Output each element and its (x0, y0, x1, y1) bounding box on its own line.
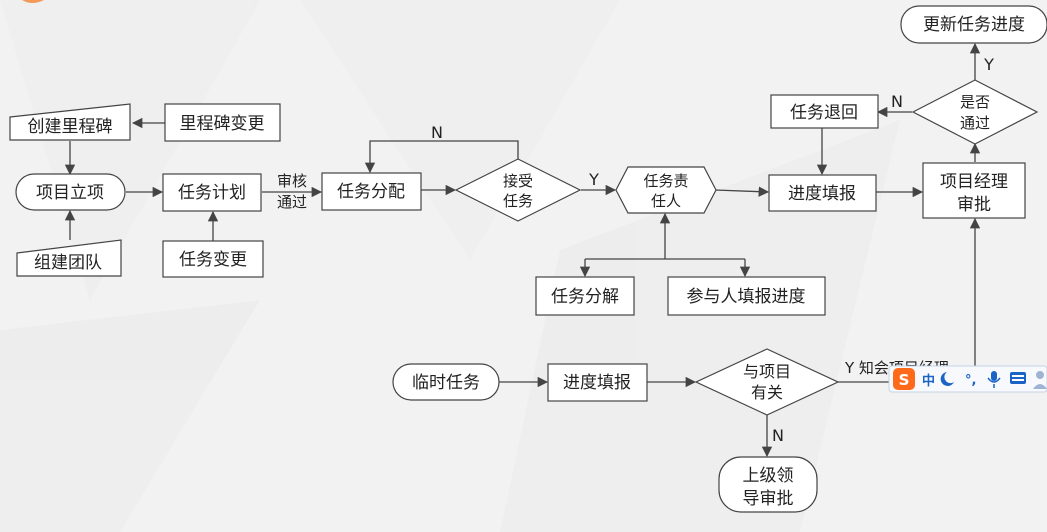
corner-decoration (22, 0, 44, 3)
edge-accept-no-loop (364, 140, 519, 174)
microphone-icon[interactable] (987, 371, 1001, 388)
svg-text:创建里程碑: 创建里程碑 (28, 117, 113, 137)
svg-text:任务退回: 任务退回 (790, 103, 858, 123)
ime-toolbar[interactable]: S 中 °, (888, 365, 1047, 393)
svg-text:任务计划: 任务计划 (178, 183, 246, 203)
node-temp-task[interactable]: 临时任务 (392, 363, 500, 401)
svg-text:任务分配: 任务分配 (337, 182, 405, 202)
node-task-owner[interactable]: 任务责 任人 (615, 166, 717, 214)
svg-text:更新任务进度: 更新任务进度 (923, 15, 1025, 35)
node-accept-task-decision[interactable]: 接受 任务 (454, 158, 582, 222)
svg-text:任务变更: 任务变更 (179, 250, 247, 270)
node-task-plan[interactable]: 任务计划 (162, 173, 262, 212)
node-participant-report[interactable]: 参与人填报进度 (667, 276, 826, 316)
svg-text:里程碑变更: 里程碑变更 (180, 114, 265, 134)
svg-text:接受: 接受 (503, 172, 533, 190)
background-shapes (0, 0, 900, 532)
svg-text:进度填报: 进度填报 (788, 184, 856, 204)
svg-text:是否: 是否 (960, 93, 990, 111)
keyboard-icon[interactable] (1010, 372, 1026, 384)
moon-icon[interactable] (940, 372, 954, 386)
svg-text:临时任务: 临时任务 (412, 373, 480, 393)
svg-text:参与人填报进度: 参与人填报进度 (687, 287, 806, 307)
node-leader-approval[interactable]: 上级领 导审批 (718, 456, 818, 513)
node-task-decompose[interactable]: 任务分解 (535, 276, 635, 316)
ime-logo-icon[interactable]: S (893, 368, 915, 390)
svg-text:与项目: 与项目 (743, 362, 791, 381)
node-update-progress[interactable]: 更新任务进度 (900, 5, 1047, 44)
svg-text:进度填报: 进度填报 (563, 373, 631, 393)
edge-label-accept-no: N (431, 123, 443, 142)
edge-owner-to-report (714, 186, 770, 197)
punctuation-button[interactable]: °, (965, 373, 976, 388)
svg-text:导审批: 导审批 (743, 489, 794, 509)
node-build-team[interactable]: 组建团队 (16, 239, 122, 277)
svg-text:项目经理: 项目经理 (940, 172, 1008, 192)
node-task-change[interactable]: 任务变更 (162, 240, 264, 278)
edge-label-pass-no: N (891, 92, 903, 111)
edge-label-accept-yes: Y (588, 170, 599, 189)
edge-label-pass-yes: Y (983, 55, 994, 74)
node-progress-report[interactable]: 进度填报 (768, 174, 877, 212)
svg-text:任人: 任人 (651, 192, 681, 210)
ime-mode-button[interactable]: 中 (922, 373, 935, 389)
svg-text:任务: 任务 (503, 192, 533, 210)
svg-text:任务分解: 任务分解 (551, 287, 619, 307)
edge-label-review-pass-1: 审核 (277, 172, 307, 190)
edge-label-related-no: N (772, 426, 784, 445)
svg-text:通过: 通过 (960, 114, 990, 132)
svg-text:有关: 有关 (751, 383, 783, 402)
user-icon[interactable] (1033, 371, 1047, 389)
node-pass-decision[interactable]: 是否 通过 (911, 79, 1039, 145)
svg-text:审批: 审批 (957, 195, 991, 215)
svg-text:项目立项: 项目立项 (36, 183, 104, 203)
edge-label-review-pass-2: 通过 (277, 193, 307, 211)
svg-text:组建团队: 组建团队 (34, 253, 102, 273)
node-related-decision[interactable]: 与项目 有关 (694, 348, 840, 416)
node-pm-approval[interactable]: 项目经理 审批 (922, 162, 1026, 219)
node-milestone-change[interactable]: 里程碑变更 (164, 103, 281, 142)
node-temp-progress-report[interactable]: 进度填报 (547, 363, 648, 402)
svg-text:上级领: 上级领 (743, 466, 794, 486)
node-create-milestone[interactable]: 创建里程碑 (9, 103, 131, 141)
svg-text:S: S (899, 371, 910, 389)
node-task-assign[interactable]: 任务分配 (321, 172, 422, 211)
svg-text:任务责: 任务责 (643, 172, 688, 190)
node-project-setup[interactable]: 项目立项 (15, 173, 126, 211)
node-task-return[interactable]: 任务退回 (770, 94, 879, 129)
